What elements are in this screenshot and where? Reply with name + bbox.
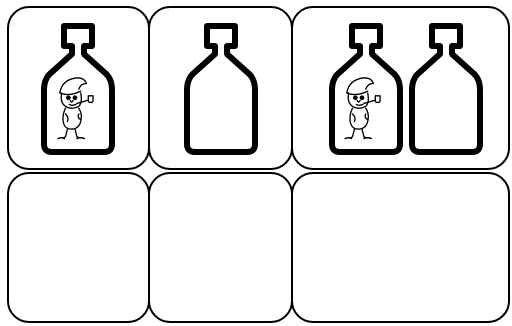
bottle-icon (44, 26, 112, 152)
bottle-icon (412, 26, 480, 152)
bottle-icon (187, 26, 255, 152)
